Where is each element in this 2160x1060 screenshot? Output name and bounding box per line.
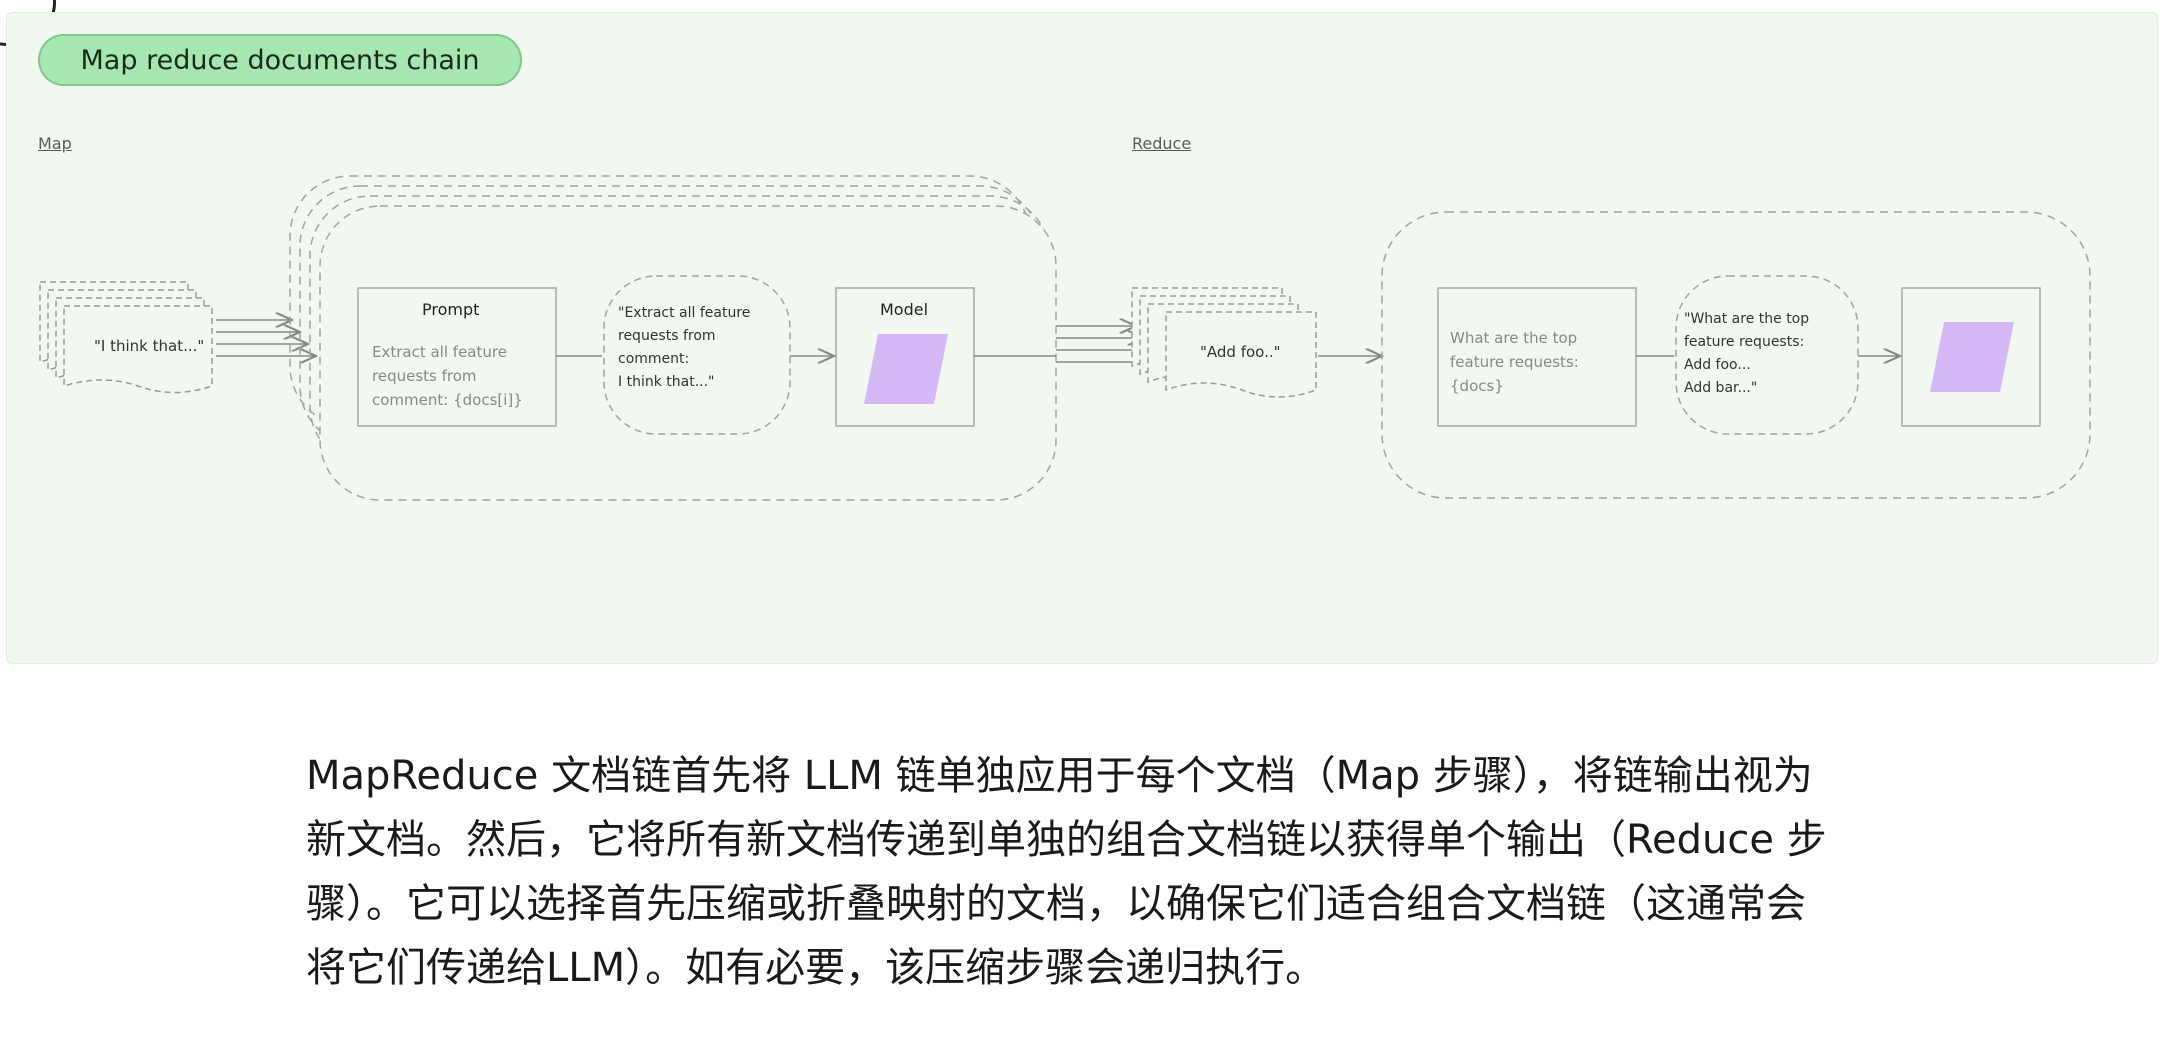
reduce-prompt-value: "What are the top feature requests: Add …: [1684, 311, 1810, 396]
input-arrows: [216, 320, 316, 356]
map-prompt-template: Extract all feature requests from commen…: [372, 343, 523, 409]
map-section-label: Map: [38, 134, 72, 153]
caption-line: 骤）。它可以选择首先压缩或折叠映射的文档，以确保它们适合组合文档链（这通常会: [306, 881, 1806, 927]
input-document-text: "I think that...": [94, 337, 205, 355]
model-parallelogram-icon: [864, 334, 948, 404]
reduce-prompt-value-bubble: [1675, 275, 1859, 435]
caption-line: MapReduce 文档链首先将 LLM 链单独应用于每个文档（Map 步骤），…: [306, 753, 1813, 799]
caption-line: 将它们传递给LLM）。如有必要，该压缩步骤会递归执行。: [306, 945, 1326, 991]
map-model-title: Model: [880, 300, 929, 319]
chain-title-pill: Map reduce documents chain: [38, 34, 522, 86]
map-prompt-value-bubble: [603, 275, 791, 435]
reduce-section-label: Reduce: [1132, 134, 1192, 153]
map-prompt-value: "Extract all feature requests from comme…: [618, 305, 751, 390]
map-prompt-box: [357, 287, 557, 427]
document-shape: [1165, 311, 1317, 398]
reduce-prompt-box: [1437, 287, 1637, 427]
caption-paragraph: MapReduce 文档链首先将 LLM 链单独应用于每个文档（Map 步骤），…: [306, 744, 1946, 1000]
mapped-documents-stack: [1131, 287, 1317, 398]
reduce-chain-container: [1381, 211, 2091, 499]
chain-title: Map reduce documents chain: [80, 44, 480, 76]
input-documents-stack: [39, 281, 213, 394]
model-parallelogram-icon: [1930, 322, 2014, 392]
reduce-prompt-template: What are the top feature requests: {docs…: [1450, 329, 1579, 395]
caption-line: 新文档。然后，它将所有新文档传递到单独的组合文档链以获得单个输出（Reduce …: [306, 817, 1827, 863]
map-prompt-title: Prompt: [422, 300, 480, 319]
mapped-document-text: "Add foo..": [1200, 343, 1281, 361]
document-shape: [63, 305, 213, 394]
